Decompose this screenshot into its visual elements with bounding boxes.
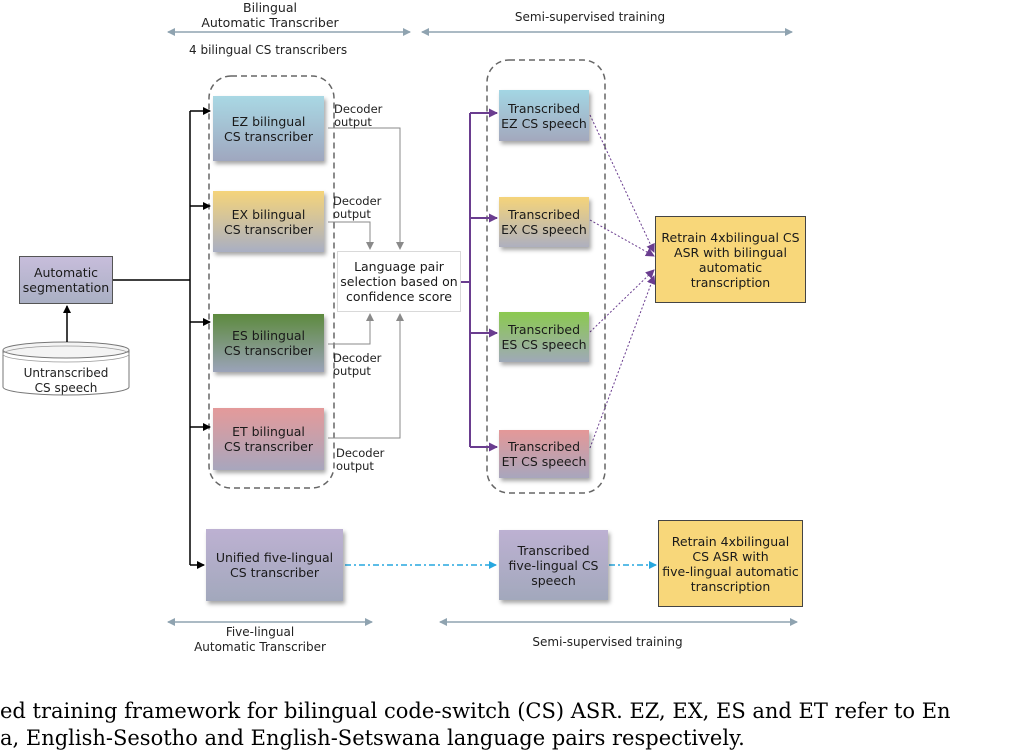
retrain-fivelingual-label: Retrain 4xbilingual CS ASR with five-lin… <box>662 533 799 594</box>
semi-supervised-bottom-header: Semi-supervised training <box>532 635 683 649</box>
tez-to-retrain-arrow <box>589 114 655 253</box>
et-transcriber-label: ET bilingual CS transcriber <box>223 424 314 454</box>
transcribed-fivelingual-label: Transcribed five-lingual CS speech <box>508 542 599 588</box>
retrain-bilingual-node: Retrain 4xbilingual CS ASR with bilingua… <box>655 216 806 303</box>
transcribed-ez-node: Transcribed EZ CS speech <box>499 90 589 141</box>
es-transcriber-node: ES bilingual CS transcriber <box>213 314 324 372</box>
unified-fivelingual-node: Unified five-lingual CS transcriber <box>206 529 343 601</box>
es-decoder-output-label: Decoder output <box>333 351 382 378</box>
transcribed-et-node: Transcribed ET CS speech <box>499 430 589 478</box>
transcribed-et-label: Transcribed ET CS speech <box>501 439 587 469</box>
language-pair-selection-node: Language pair selection based on confide… <box>337 251 461 312</box>
transcribed-es-node: Transcribed ES CS speech <box>499 312 589 362</box>
ex-decoder-output-label: Decoder output <box>333 194 382 221</box>
tes-to-retrain-arrow <box>589 269 655 333</box>
unified-fivelingual-label: Unified five-lingual CS transcriber <box>215 550 334 580</box>
ex-transcriber-label: EX bilingual CS transcriber <box>223 206 314 237</box>
retrain-fivelingual-node: Retrain 4xbilingual CS ASR with five-lin… <box>658 520 803 607</box>
figure-caption: ed training framework for bilingual code… <box>0 697 1017 753</box>
et-transcriber-node: ET bilingual CS transcriber <box>213 408 324 470</box>
ez-transcriber-label: EZ bilingual CS transcriber <box>223 113 314 144</box>
ez-decoder-output-label: Decoder output <box>334 102 383 129</box>
ex-transcriber-node: EX bilingual CS transcriber <box>213 191 324 252</box>
retrain-bilingual-label: Retrain 4xbilingual CS ASR with bilingua… <box>661 229 800 290</box>
semi-supervised-top-header: Semi-supervised training <box>514 10 666 24</box>
untranscribed-speech-label: Untranscribed CS speech <box>23 366 109 395</box>
bilingual-transcribers-group <box>208 75 335 489</box>
ez-decoder-line <box>328 127 404 250</box>
es-transcriber-label: ES bilingual CS transcriber <box>223 328 314 358</box>
tex-to-retrain-arrow <box>589 219 655 257</box>
et-decoder-output-label: Decoder output <box>336 446 385 473</box>
language-pair-selection-label: Language pair selection based on confide… <box>340 259 458 304</box>
ex-decoder-line <box>328 221 374 250</box>
es-decoder-line <box>328 313 374 345</box>
transcribed-ez-label: Transcribed EZ CS speech <box>501 100 587 131</box>
bilingual-transcriber-header: Bilingual Automatic Transcriber <box>201 0 339 30</box>
four-bilingual-header: 4 bilingual CS transcribers <box>189 43 348 57</box>
transcribed-speech-group <box>486 59 606 494</box>
transcribed-fivelingual-node: Transcribed five-lingual CS speech <box>499 530 608 600</box>
fivelingual-transcriber-header: Five-lingual Automatic Transcriber <box>194 625 326 654</box>
transcribed-ex-node: Transcribed EX CS speech <box>499 197 589 247</box>
automatic-segmentation-node: Automatic segmentation <box>19 256 113 304</box>
et-decoder-line <box>328 313 404 439</box>
caption-line-1: ed training framework for bilingual code… <box>0 699 951 723</box>
caption-line-2: a, English-Sesotho and English-Setswana … <box>0 726 745 750</box>
automatic-segmentation-label: Automatic segmentation <box>22 265 110 295</box>
ez-transcriber-node: EZ bilingual CS transcriber <box>213 96 324 161</box>
transcribed-ex-label: Transcribed EX CS speech <box>501 207 587 237</box>
untranscribed-speech-cylinder <box>2 341 130 396</box>
transcribed-es-label: Transcribed ES CS speech <box>501 322 587 352</box>
tet-to-retrain-arrow <box>589 275 656 449</box>
